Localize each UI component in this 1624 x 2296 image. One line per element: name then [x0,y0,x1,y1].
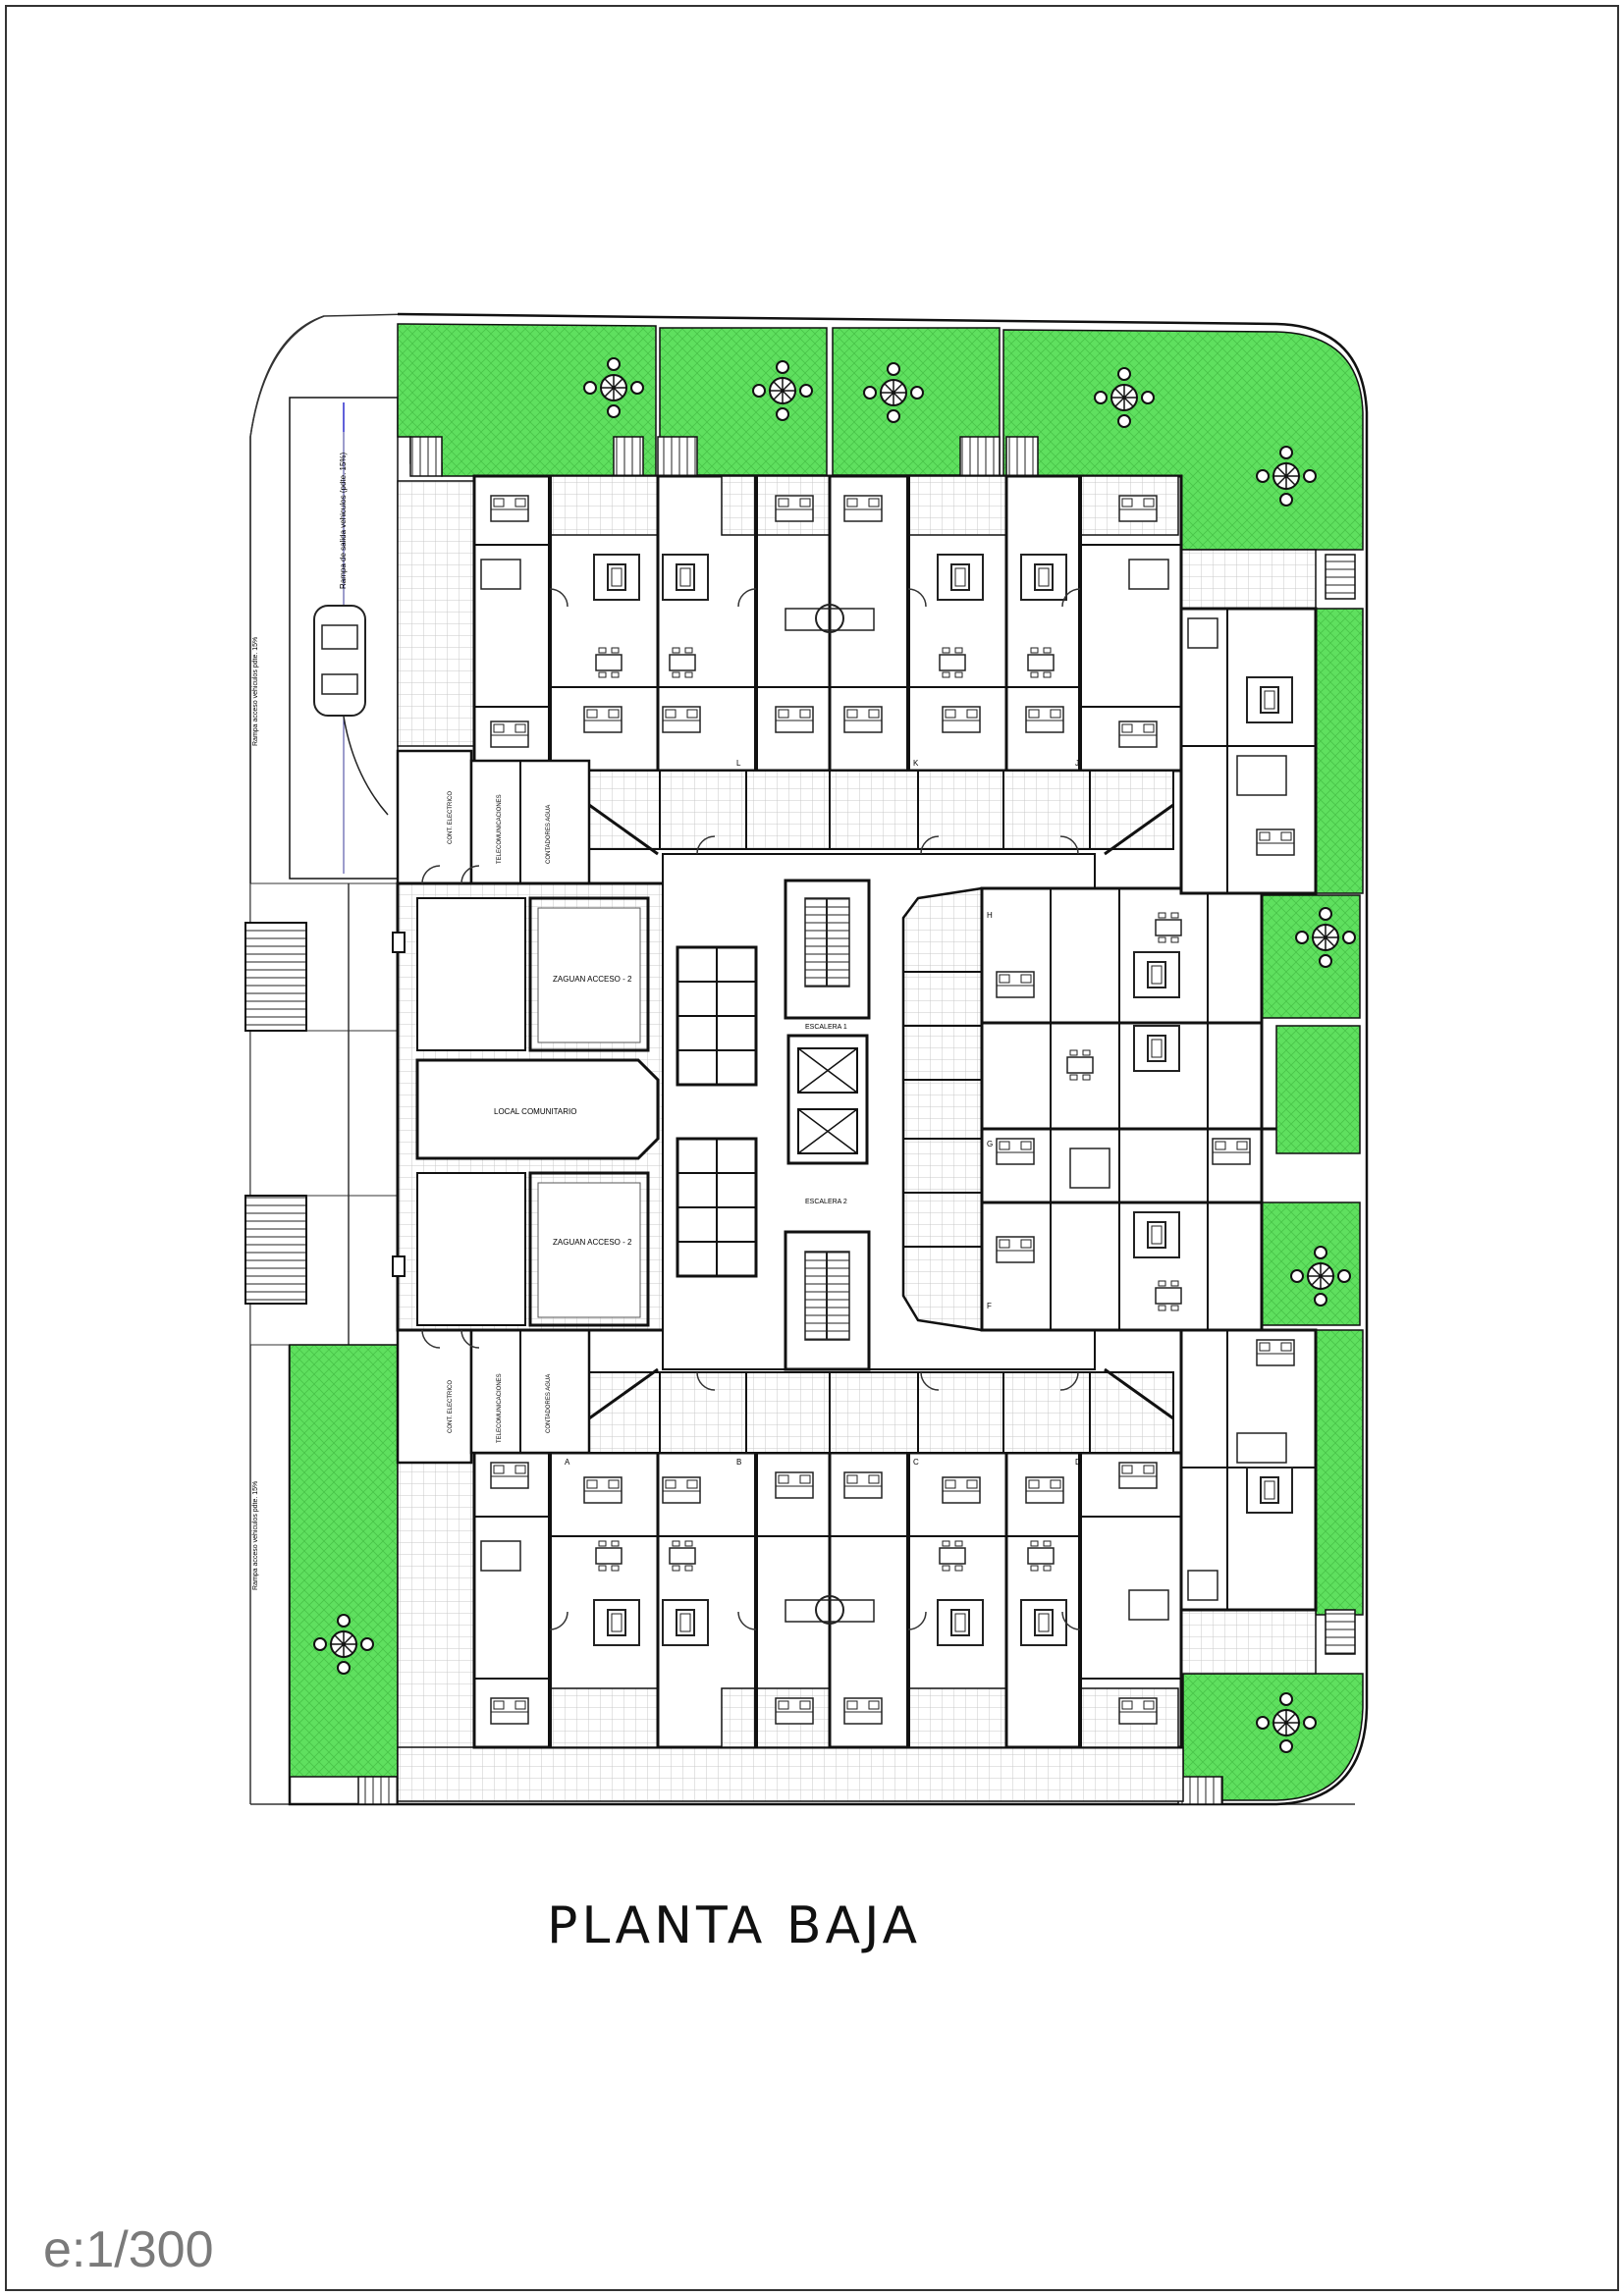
unit-letter-a: A [565,1458,570,1467]
stair-icon [784,879,871,1020]
escalera-1-label: ESCALERA 1 [805,1024,847,1031]
unit-letter-h: H [987,911,993,920]
contadores-agua-bottom-label: CONTADORES AGUA [546,1374,552,1433]
entrance-stair-bottom [244,1195,307,1305]
escalera-2-label: ESCALERA 2 [805,1199,847,1205]
right-apartment-block [901,886,1276,1332]
drawing-title: PLANTA BAJA [547,1896,922,1955]
telecom-bottom-label: TELECOMUNICACIONES [497,1373,503,1443]
stair-icon [784,1230,871,1371]
ramp-left-top-label: Rampa acceso vehiculos pdte. 15% [252,637,259,746]
telecom-top-label: TELECOMUNICACIONES [497,794,503,864]
cont-electrico-top-label: CONT. ELECTRICO [448,791,454,844]
local-comunitario-label: LOCAL COMUNITARIO [494,1107,576,1116]
unit-letter-b: B [736,1458,741,1467]
zaguan-bottom-label: ZAGUAN ACCESO - 2 [553,1238,632,1247]
sheet-border [5,5,1619,2291]
street-curve [249,315,325,438]
unit-letter-d: D [1075,1458,1081,1467]
elevator-icon [786,1034,869,1165]
cont-electrico-bottom-label: CONT. ELECTRICO [448,1380,454,1433]
right-corner-apartments [1179,607,1318,1612]
contadores-agua-top-label: CONTADORES AGUA [546,805,552,864]
unit-letter-c: C [913,1458,919,1467]
unit-letter-f: F [987,1302,992,1310]
vehicle-ramp-label: Rampa de salida vehiculos (pdte. 15%) [339,452,348,589]
outer-outline [288,312,1369,1806]
zaguan-top-label: ZAGUAN ACCESO - 2 [553,975,632,984]
car-icon [313,605,366,717]
unit-letter-l: L [736,759,741,768]
garden-areas [289,323,1364,1801]
ramp-left-bottom-label: Rampa acceso vehiculos pdte. 15% [252,1481,259,1590]
unit-letter-g: G [987,1140,993,1148]
drawing-scale: e:1/300 [43,2221,214,2278]
entrance-stair-top [244,922,307,1032]
door-swings [421,588,1081,1630]
bottom-apartment-block [472,1451,1183,1749]
unit-letter-j: J [1075,759,1079,768]
unit-letter-k: K [913,759,919,768]
top-apartment-block [472,474,1183,773]
